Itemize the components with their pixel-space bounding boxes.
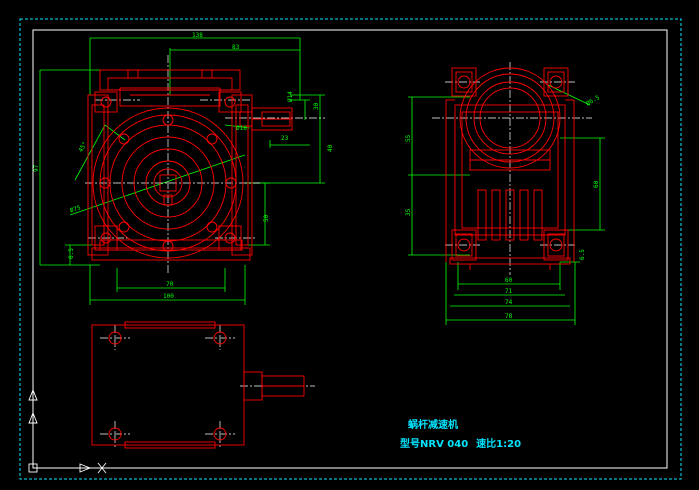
dim-side-w-3: 74 <box>505 299 513 306</box>
dim-shaft-len-2: 30 <box>313 102 320 110</box>
dim-bore-dia: Ø18 <box>236 125 247 132</box>
dim-flange-dia: Ø75 <box>69 204 82 214</box>
dim-side-small: 6.5 <box>579 249 586 260</box>
drawing-model: 型号NRV 040 <box>400 439 469 450</box>
top-view-geometry <box>91 321 305 449</box>
dim-side-w-1: 60 <box>505 277 513 284</box>
drawing-title: 蜗杆减速机 <box>408 420 458 431</box>
dim-front-height-total: 97 <box>33 164 40 172</box>
dim-side-hole: Ø6.5 <box>585 94 601 107</box>
front-view-geometry <box>87 69 293 261</box>
dim-side-h-lower: 35 <box>405 208 412 216</box>
dim-side-w-4: 78 <box>505 313 513 320</box>
drawing-border <box>19 18 682 480</box>
dim-front-height-lower: 50 <box>263 214 270 222</box>
front-view-dim-text: 138 83 97 6.5 50 40 100 70 23 30 Ø14 Ø18… <box>33 32 334 300</box>
dim-front-width-total: 138 <box>192 32 203 39</box>
side-view-dim-text: 55 35 60 6.5 60 71 74 78 Ø6.5 <box>405 94 601 320</box>
dim-side-w-2: 71 <box>505 288 513 295</box>
dim-bore-pos: 6.5 <box>68 248 75 259</box>
drawing-ratio: 速比1:20 <box>476 439 522 450</box>
dim-side-h-upper: 55 <box>405 134 412 142</box>
front-view: 138 83 97 6.5 50 40 100 70 23 30 Ø14 Ø18… <box>33 32 334 305</box>
ucs-icon <box>28 388 108 474</box>
dim-angle: 45° <box>77 141 88 154</box>
drawing-subtitle: 型号NRV 040 速比1:20 <box>400 435 529 450</box>
dim-shaft-dia: Ø14 <box>287 91 294 102</box>
side-view: 55 35 60 6.5 60 71 74 78 Ø6.5 <box>405 62 605 325</box>
dim-shaft-len-1: 23 <box>281 135 289 142</box>
dim-front-width-half: 83 <box>232 44 240 51</box>
side-view-geometry <box>445 67 575 270</box>
top-view <box>91 321 315 449</box>
title-block: 蜗杆减速机 型号NRV 040 速比1:20 <box>400 416 529 450</box>
dim-side-h-right: 60 <box>593 180 600 188</box>
dim-front-width-base: 100 <box>163 293 174 300</box>
dim-front-width-mid: 70 <box>166 281 174 288</box>
dim-front-height-right: 40 <box>327 144 334 152</box>
